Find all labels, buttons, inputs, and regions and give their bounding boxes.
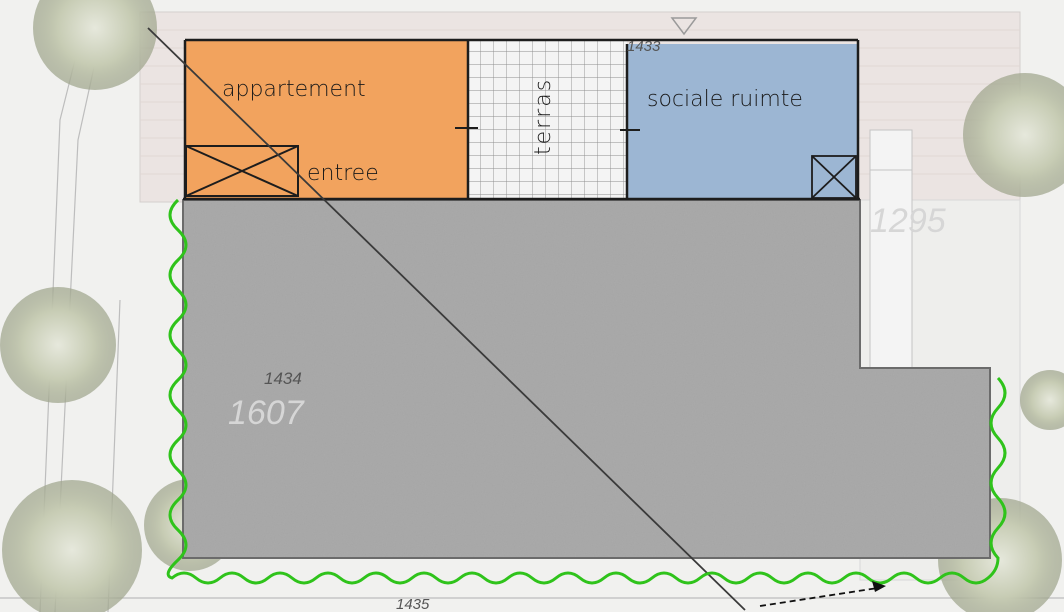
building: [183, 38, 860, 201]
parcel-number-right: 1295: [870, 202, 946, 240]
label-terras: terras: [531, 78, 556, 155]
label-sociale-ruimte: sociale ruimte: [647, 87, 803, 112]
tree: [33, 0, 157, 90]
tree: [963, 73, 1064, 197]
label-entree: entree: [307, 161, 379, 186]
green-boundary-line: [166, 198, 1007, 585]
entree-void-marker: [185, 145, 299, 197]
parcel-number-top: 1433: [627, 38, 661, 55]
north-triangle-icon: [670, 17, 698, 36]
parcel-number-bottom: 1435: [396, 596, 430, 612]
gravel-plot: [182, 199, 991, 559]
parcel-number-center-faint: 1607: [228, 394, 305, 432]
room-terras: [468, 40, 627, 198]
tree: [0, 287, 116, 403]
tree: [1020, 370, 1064, 430]
parcel-number-center: 1434: [264, 369, 302, 388]
room-sociale-ruimte: [627, 44, 858, 198]
room-appartement: [185, 40, 468, 198]
diagonal-line: [147, 27, 746, 611]
dashed-arrow-icon: [759, 581, 886, 607]
label-appartement: appartement: [222, 77, 366, 102]
stair-void-marker: [811, 155, 857, 199]
tree: [2, 480, 142, 612]
